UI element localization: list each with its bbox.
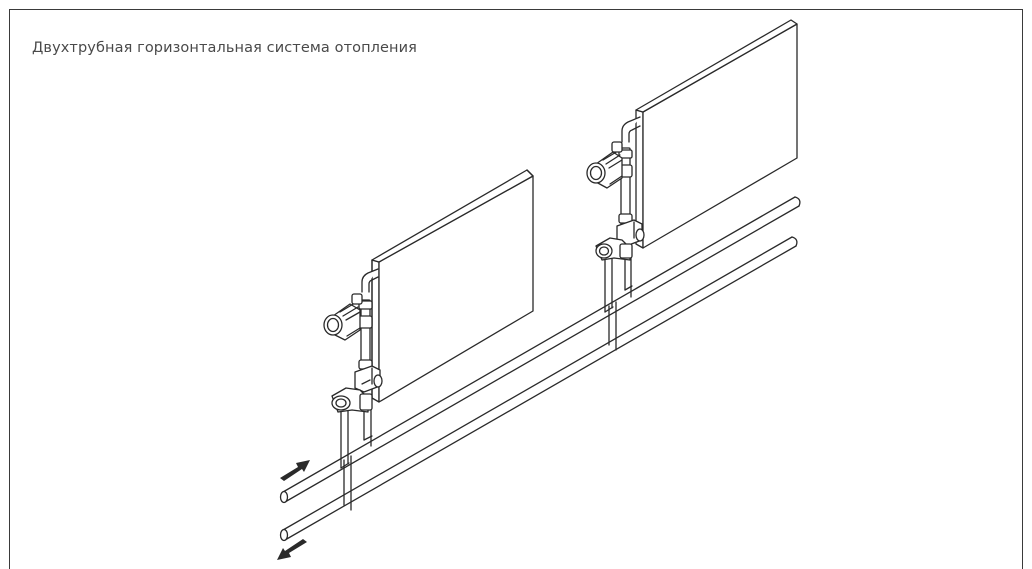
thermostat-head-icon xyxy=(323,293,363,341)
riser-pipes-radiator-2 xyxy=(604,251,633,351)
valve-assembly-1 xyxy=(331,268,383,413)
valve-assembly-2 xyxy=(595,116,645,261)
radiator-1 xyxy=(371,169,534,403)
supply-pipe xyxy=(279,196,801,504)
arrow-right-icon xyxy=(280,460,310,481)
thermostat-head-icon xyxy=(586,141,623,189)
return-pipe xyxy=(279,236,798,542)
diagram-frame xyxy=(9,9,1023,569)
diagram-caption: Двухтрубная горизонтальная система отопл… xyxy=(32,40,417,56)
radiator-2 xyxy=(635,19,798,249)
arrow-left-icon xyxy=(277,539,307,560)
